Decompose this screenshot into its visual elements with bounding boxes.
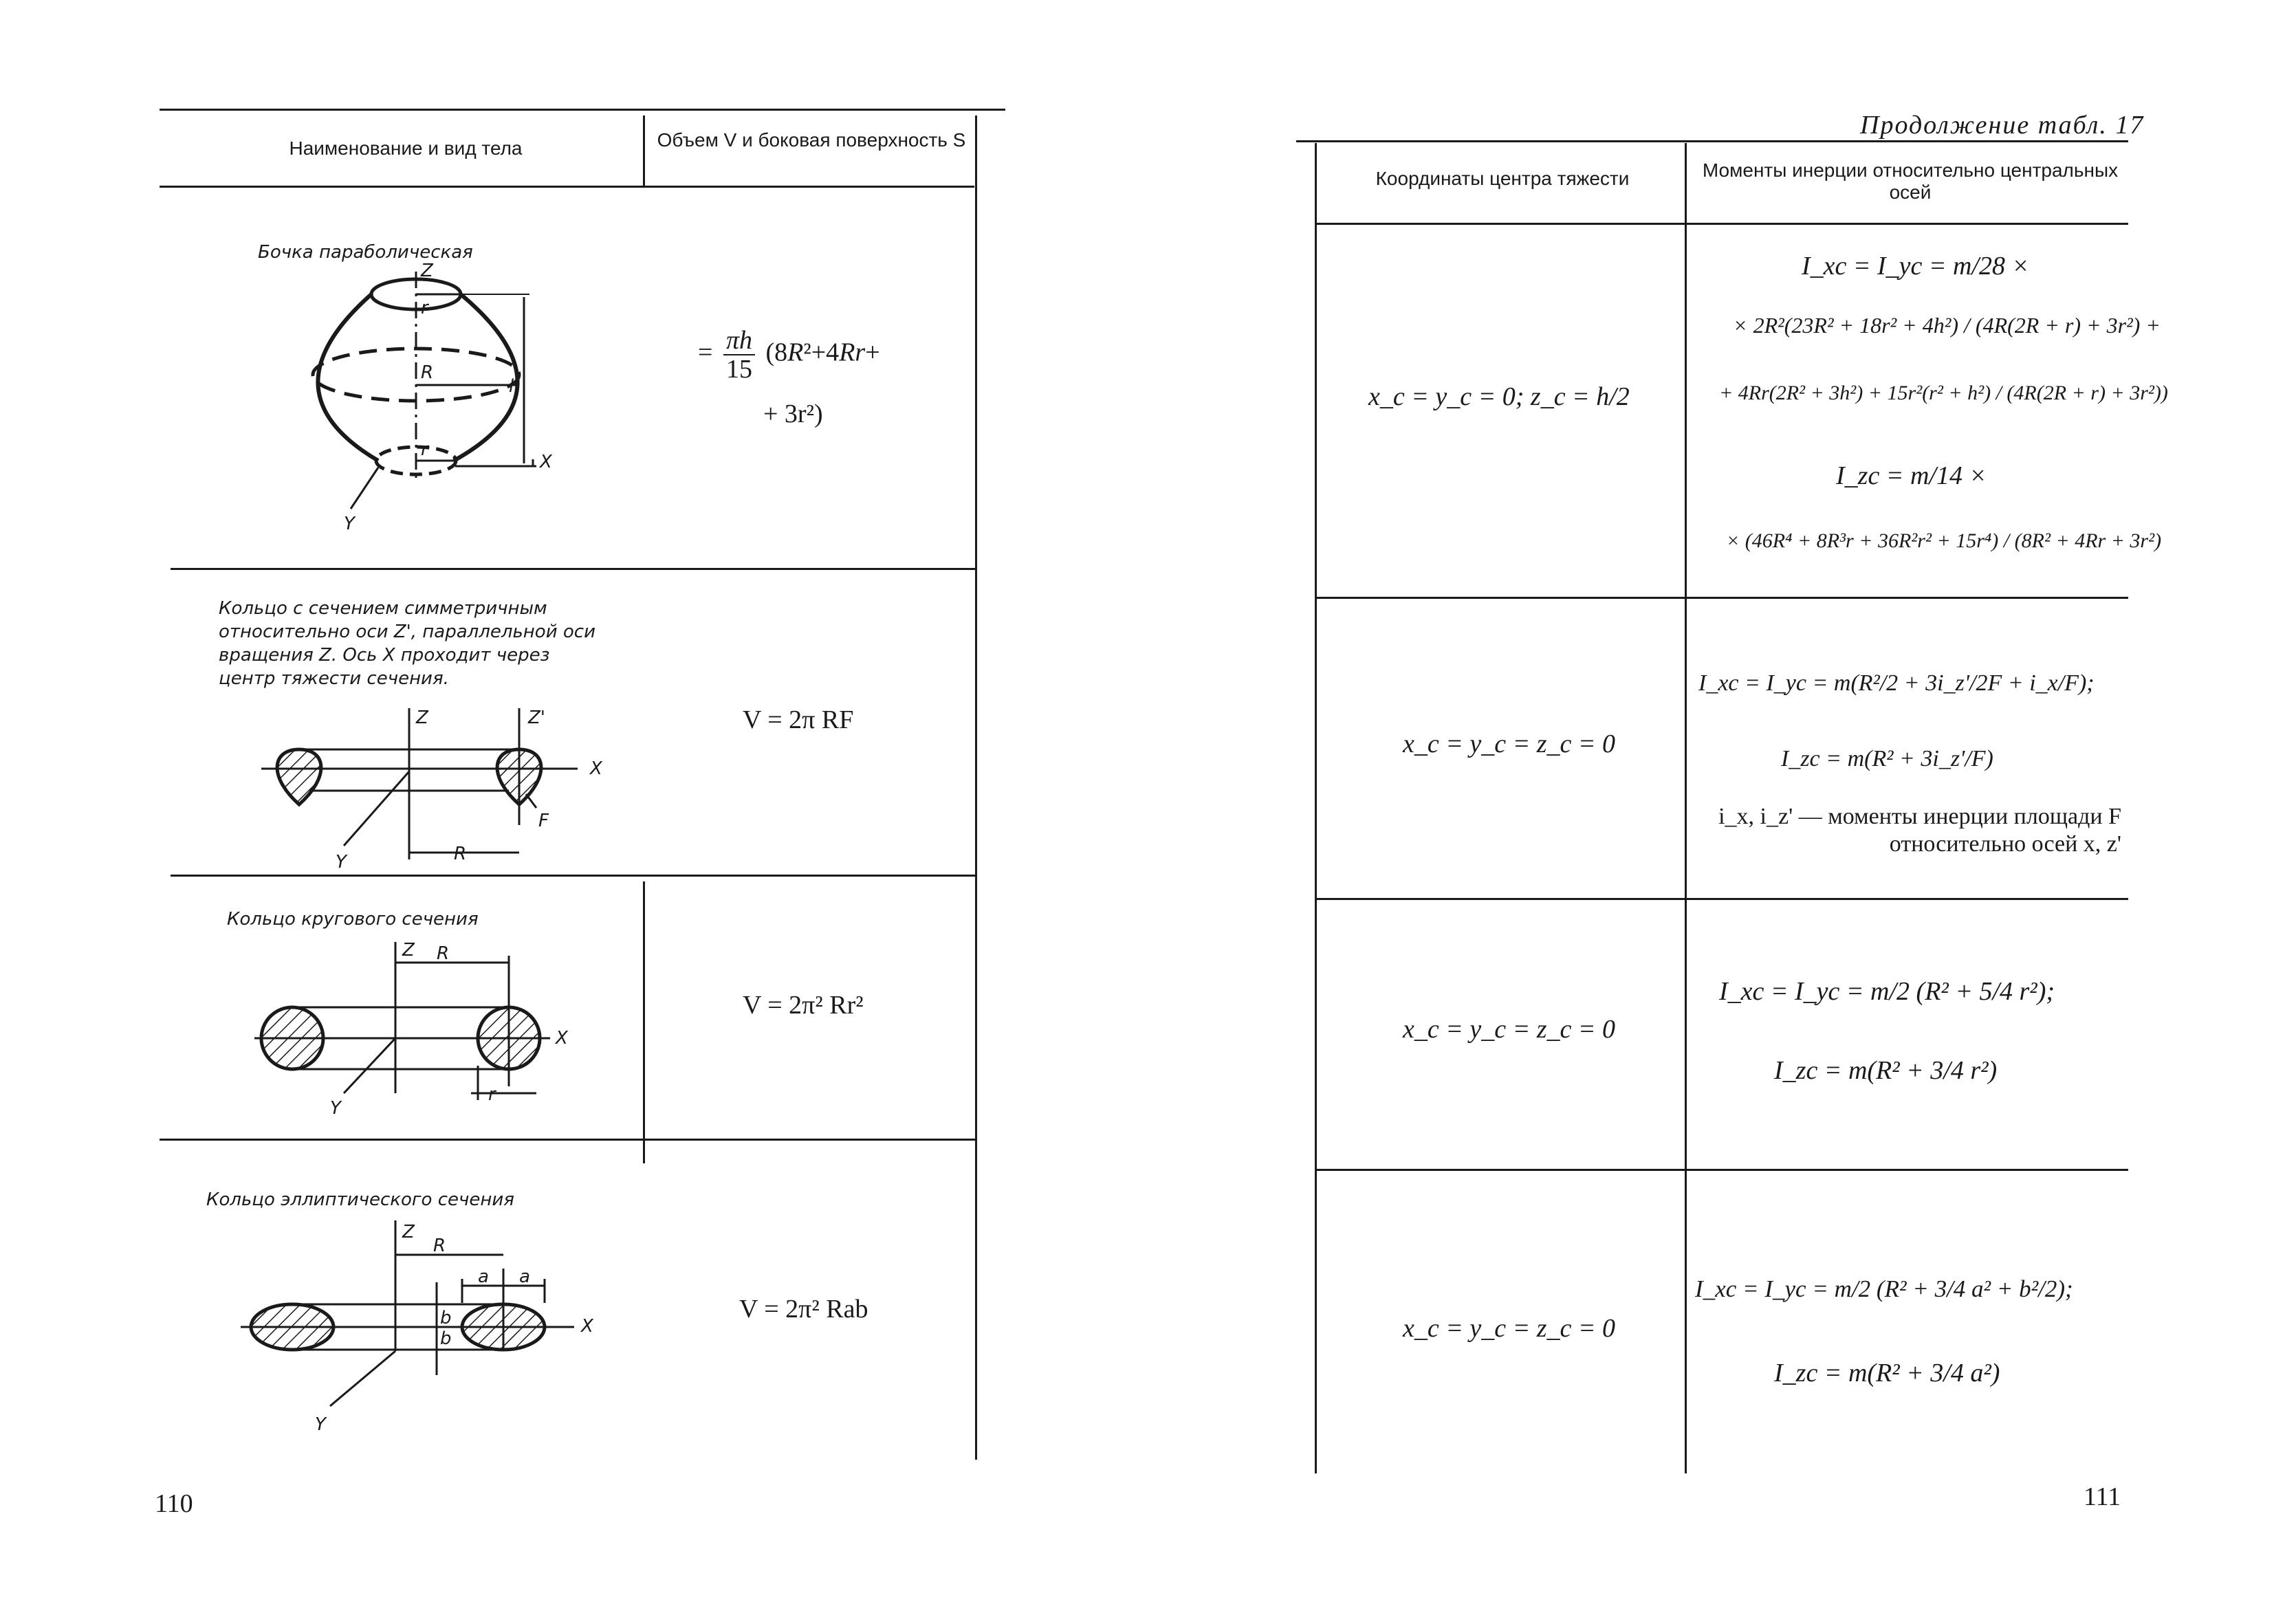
moment-barrel-line4: I_zc = m/14 ×	[1836, 461, 1987, 490]
label-X: X	[589, 758, 603, 779]
moment-barrel-line5: × (46R⁴ + 8R³r + 36R²r² + 15r⁴) / (8R² +…	[1726, 529, 2162, 552]
page-number-right: 111	[2084, 1482, 2121, 1511]
row-rule-1	[171, 568, 975, 570]
page-number-left: 110	[155, 1489, 193, 1518]
label-Y: Y	[336, 852, 348, 873]
moment-barrel-line1: I_xc = I_yc = m/28 ×	[1802, 252, 2030, 281]
coords-elliptic-ring: x_c = y_c = z_c = 0	[1403, 1314, 1616, 1343]
table-continuation-label: Продолжение табл. 17	[1860, 111, 2145, 140]
row3-column-divider	[643, 881, 645, 1143]
moment-barrel-line2: × 2R²(23R² + 18r² + 4h²) / (4R(2R + r) +…	[1733, 313, 2161, 338]
right-table-left-border	[1315, 143, 1317, 1473]
coords-circular-ring: x_c = y_c = z_c = 0	[1403, 1015, 1616, 1044]
label-R: R	[437, 943, 449, 964]
header-volume: Объем V и боковая поверхность S	[657, 129, 966, 151]
caption-parabolic-barrel: Бочка параболическая	[258, 242, 473, 263]
symmetric-ring-figure: Z Z' X F Y R	[261, 707, 603, 873]
right-row-rule-1	[1315, 597, 2128, 599]
row-rule-2	[171, 875, 975, 877]
formula-symmetric-ring-volume: V = 2π RF	[743, 705, 854, 734]
label-Z: Z	[402, 940, 415, 961]
moment-barrel-line3: + 4Rr(2R² + 3h²) + 15r²(r² + h²) / (4R(2…	[1719, 382, 2168, 404]
table-top-rule	[160, 109, 1005, 111]
label-a-left: a	[478, 1266, 489, 1287]
label-a-right: a	[519, 1266, 530, 1287]
right-column-divider	[1685, 143, 1687, 1473]
label-b-top: b	[440, 1308, 452, 1328]
label-Y: Y	[315, 1414, 327, 1435]
elliptic-ring-figure: Z R a a b b X Y	[241, 1220, 594, 1435]
row-rule-3	[160, 1139, 975, 1141]
right-row-rule-3	[1315, 1169, 2128, 1171]
header-moments-of-inertia: Моменты инерции относительно центральных…	[1702, 160, 2119, 203]
moment-circular-ring-line2: I_zc = m(R² + 3/4 r²)	[1774, 1056, 1998, 1085]
moment-elliptic-ring-line1: I_xc = I_yc = m/2 (R² + 3/4 a² + b²/2);	[1695, 1275, 2073, 1302]
circular-ring-figure: Z R X Y r	[254, 940, 569, 1119]
header-name: Наименование и вид тела	[289, 138, 523, 159]
table-right-border	[975, 116, 977, 1460]
moment-circular-ring-line1: I_xc = I_yc = m/2 (R² + 5/4 r²);	[1719, 977, 2055, 1006]
label-h: h	[509, 376, 520, 397]
label-Y: Y	[344, 514, 356, 534]
label-Y: Y	[330, 1098, 342, 1119]
label-r-top: r	[421, 298, 430, 318]
moment-symmetric-ring-line1: I_xc = I_yc = m(R²/2 + 3i_z'/2F + i_x/F)…	[1698, 670, 2095, 696]
row4-divider-stub	[643, 1143, 645, 1163]
moment-elliptic-ring-line2: I_zc = m(R² + 3/4 a²)	[1774, 1359, 2000, 1387]
moment-symmetric-ring-line2: I_zc = m(R² + 3i_z'/F)	[1781, 746, 1993, 771]
coords-barrel: x_c = y_c = 0; z_c = h/2	[1368, 382, 1630, 411]
label-r-bottom: r	[421, 439, 430, 460]
label-Z-prime: Z'	[527, 707, 545, 728]
label-Z: Z	[415, 707, 429, 728]
label-R: R	[421, 362, 433, 383]
label-X: X	[538, 452, 553, 472]
caption-symmetric-ring: Кольцо с сечением симметричным относител…	[219, 598, 595, 689]
right-table-top-rule	[1296, 140, 2128, 142]
label-r: r	[488, 1084, 497, 1105]
header-bottom-rule	[160, 186, 974, 188]
caption-circular-ring: Кольцо кругового сечения	[227, 909, 479, 930]
label-Z: Z	[420, 261, 434, 281]
label-R: R	[433, 1236, 446, 1256]
right-header-bottom-rule	[1315, 223, 2128, 225]
header-column-divider	[643, 116, 645, 186]
label-X: X	[580, 1316, 594, 1337]
label-F: F	[538, 811, 549, 831]
header-center-coordinates: Координаты центра тяжести	[1375, 168, 1630, 189]
label-R: R	[454, 844, 466, 864]
label-Z: Z	[402, 1222, 415, 1242]
coords-symmetric-ring: x_c = y_c = z_c = 0	[1403, 729, 1616, 758]
label-b-bottom: b	[440, 1328, 452, 1349]
caption-elliptic-ring: Кольцо эллиптического сечения	[206, 1189, 514, 1210]
formula-elliptic-ring-volume: V = 2π² Rab	[739, 1295, 868, 1324]
formula-circular-ring-volume: V = 2π² Rr²	[743, 991, 864, 1020]
formula-barrel-volume-b: + 3r²)	[763, 399, 823, 428]
parabolic-barrel-figure: Z r R r h X Y	[311, 261, 553, 534]
label-X: X	[554, 1028, 569, 1049]
right-row-rule-2	[1315, 898, 2128, 900]
note-section-moments: i_x, i_z' — моменты инерции площади F от…	[1718, 804, 2121, 857]
